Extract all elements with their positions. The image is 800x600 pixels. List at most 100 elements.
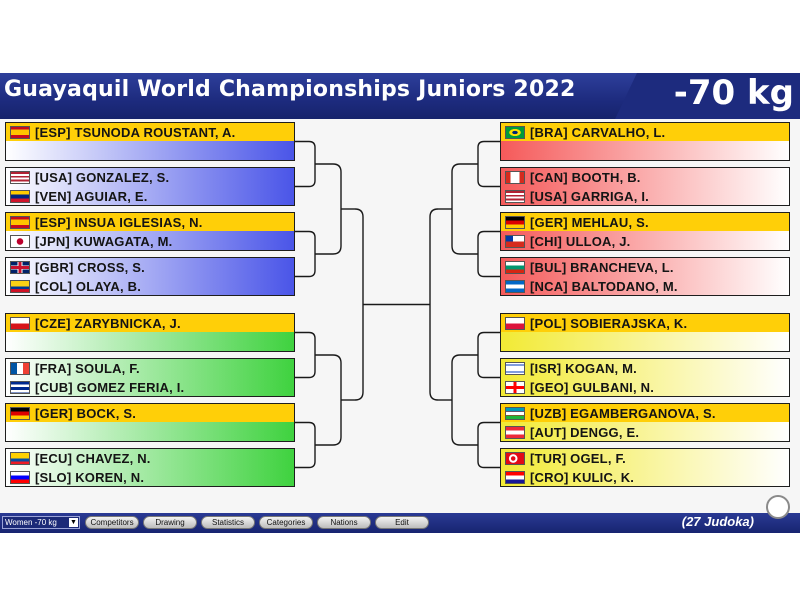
poland-flag-icon [505,316,525,330]
competitor-name: [USA] GONZALEZ, S. [35,169,170,185]
drawing-button[interactable]: Drawing [143,516,197,529]
competitor-name: [SLO] KOREN, N. [35,469,145,485]
turkey-flag-icon [505,451,525,465]
weight-category-label: -70 kg [673,73,794,113]
competitor-row[interactable]: [USA] GARRIGA, I. [501,187,789,205]
competitor-name: [COL] OLAYA, B. [35,278,142,294]
competitor-row[interactable]: [CUB] GOMEZ FERIA, I. [6,378,294,396]
pool-box[interactable]: [CZE] ZARYBNICKA, J. [5,313,295,352]
pool-box[interactable]: [UZB] EGAMBERGANOVA, S. [AUT] DENGG, E. [500,403,790,442]
pool-box[interactable]: [POL] SOBIERAJSKA, K. [500,313,790,352]
draw-sheet: Guayaquil World Championships Juniors 20… [0,73,800,533]
dropdown-arrow-icon[interactable]: ▼ [69,518,78,527]
bracket-connector [429,208,439,401]
competitor-row[interactable]: [ESP] INSUA IGLESIAS, N. [6,213,294,231]
edit-button[interactable]: Edit [375,516,429,529]
weight-panel: -70 kg [615,73,800,119]
competitor-row[interactable]: [TUR] OGEL, F. [501,449,789,467]
competitor-row[interactable]: [CAN] BOOTH, B. [501,168,789,186]
pool-box[interactable]: [USA] GONZALEZ, S. [VEN] AGUIAR, E. [5,167,295,206]
competitors-button[interactable]: Competitors [85,516,139,529]
competitor-name: [UZB] EGAMBERGANOVA, S. [530,405,716,421]
pool-box[interactable]: [BRA] CARVALHO, L. [500,122,790,161]
competitor-row[interactable]: [USA] GONZALEZ, S. [6,168,294,186]
spain-flag-icon [10,125,30,139]
competitor-name: [ESP] TSUNODA ROUSTANT, A. [35,124,236,140]
nations-button[interactable]: Nations [317,516,371,529]
competitor-name: [ESP] INSUA IGLESIAS, N. [35,214,203,230]
ecuador-flag-icon [10,451,30,465]
competitor-row[interactable]: [GEO] GULBANI, N. [501,378,789,396]
pool-box[interactable]: [FRA] SOULA, F. [CUB] GOMEZ FERIA, I. [5,358,295,397]
bracket-connector [477,421,500,469]
competitor-name: [GBR] CROSS, S. [35,259,145,275]
competitor-row[interactable]: [GER] BOCK, S. [6,404,294,422]
czechia-flag-icon [10,316,30,330]
competitor-row[interactable]: [VEN] AGUIAR, E. [6,187,294,205]
bracket-connector [477,230,500,278]
competitor-name: [GER] MEHLAU, S. [530,214,649,230]
competitor-row[interactable]: [ISR] KOGAN, M. [501,359,789,377]
competitor-row[interactable]: [CRO] KULIC, K. [501,468,789,486]
pool-box[interactable]: [ESP] INSUA IGLESIAS, N. [JPN] KUWAGATA, … [5,212,295,251]
competitor-name: [CZE] ZARYBNICKA, J. [35,315,181,331]
competitor-row[interactable]: [BRA] CARVALHO, L. [501,123,789,141]
pool-box[interactable]: [CAN] BOOTH, B. [USA] GARRIGA, I. [500,167,790,206]
category-select[interactable]: Women -70 kg ▼ [2,516,80,529]
bracket-connector [332,354,342,446]
competitor-name: [CHI] ULLOA, J. [530,233,631,249]
croatia-flag-icon [505,470,525,484]
pool-box[interactable]: [ECU] CHAVEZ, N. [SLO] KOREN, N. [5,448,295,487]
competitor-name: [VEN] AGUIAR, E. [35,188,148,204]
bracket-connector [295,331,316,379]
competitor-row[interactable]: [FRA] SOULA, F. [6,359,294,377]
competitor-row[interactable]: [AUT] DENGG, E. [501,423,789,441]
spain-flag-icon [10,215,30,229]
header-bar: Guayaquil World Championships Juniors 20… [0,73,800,119]
competitor-name: [FRA] SOULA, F. [35,360,140,376]
usa-flag-icon [505,189,525,203]
categories-button[interactable]: Categories [259,516,313,529]
pool-box[interactable]: [ESP] TSUNODA ROUSTANT, A. [5,122,295,161]
israel-flag-icon [505,361,525,375]
cuba-flag-icon [10,380,30,394]
brazil-flag-icon [505,125,525,139]
competitor-row[interactable]: [COL] OLAYA, B. [6,277,294,295]
category-select-value: Women -70 kg [5,518,57,527]
competitor-name: [USA] GARRIGA, I. [530,188,649,204]
pool-box[interactable]: [ISR] KOGAN, M.[GEO] GULBANI, N. [500,358,790,397]
competitor-row[interactable]: [GER] MEHLAU, S. [501,213,789,231]
competitor-row[interactable]: [CZE] ZARYBNICKA, J. [6,314,294,332]
uzbekistan-flag-icon [505,406,525,420]
competitor-row[interactable]: [JPN] KUWAGATA, M. [6,232,294,250]
competitor-row[interactable]: [ESP] TSUNODA ROUSTANT, A. [6,123,294,141]
statistics-button[interactable]: Statistics [201,516,255,529]
competitor-name: [BUL] BRANCHEVA, L. [530,259,674,275]
competitor-row[interactable]: [UZB] EGAMBERGANOVA, S. [501,404,789,422]
pool-box[interactable]: [TUR] OGEL, F.[CRO] KULIC, K. [500,448,790,487]
pool-box[interactable]: [GER] BOCK, S. [5,403,295,442]
competitor-name: [GER] BOCK, S. [35,405,137,421]
usa-flag-icon [10,170,30,184]
competitor-row[interactable]: [GBR] CROSS, S. [6,258,294,276]
competitor-row[interactable]: [CHI] ULLOA, J. [501,232,789,250]
competitor-row[interactable]: [ECU] CHAVEZ, N. [6,449,294,467]
japan-flag-icon [10,234,30,248]
pool-box[interactable]: [BUL] BRANCHEVA, L. [NCA] BALTODANO, M. [500,257,790,296]
venezuela-flag-icon [10,189,30,203]
competitor-row[interactable]: [POL] SOBIERAJSKA, K. [501,314,789,332]
competitor-row[interactable]: [NCA] BALTODANO, M. [501,277,789,295]
bracket-connector [477,140,500,188]
competitor-row[interactable]: [SLO] KOREN, N. [6,468,294,486]
competitor-name: [NCA] BALTODANO, M. [530,278,678,294]
slovenia-flag-icon [10,470,30,484]
bracket-connector [451,354,461,446]
tournament-title: Guayaquil World Championships Juniors 20… [4,77,576,102]
competitor-name: [ECU] CHAVEZ, N. [35,450,151,466]
competitor-row[interactable]: [BUL] BRANCHEVA, L. [501,258,789,276]
competitor-name: [BRA] CARVALHO, L. [530,124,666,140]
pool-box[interactable]: [GER] MEHLAU, S. [CHI] ULLOA, J. [500,212,790,251]
competitor-name: [POL] SOBIERAJSKA, K. [530,315,688,331]
pool-box[interactable]: [GBR] CROSS, S. [COL] OLAYA, B. [5,257,295,296]
bracket-connector [354,208,364,401]
